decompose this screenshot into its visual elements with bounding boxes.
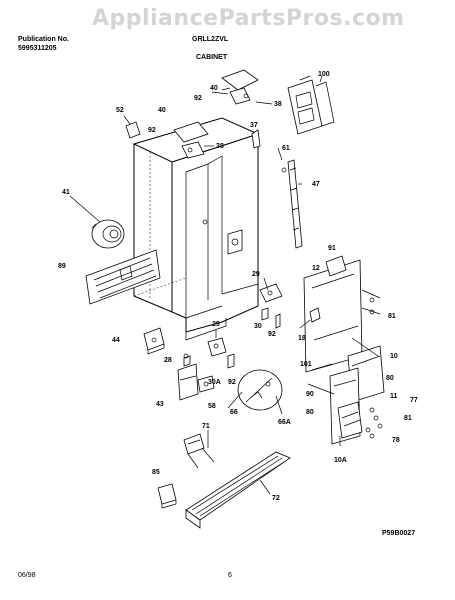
footer-page-number: 6 — [228, 572, 232, 579]
callout-11: 11 — [390, 393, 398, 400]
pump-assembly-43 — [177, 353, 215, 401]
callout-80a: 80 — [386, 375, 394, 382]
model-number: GRLL2ZVL — [192, 36, 229, 43]
callout-29b: 29 — [212, 321, 220, 328]
part-85 — [157, 483, 177, 509]
callout-72: 72 — [272, 495, 280, 502]
part-41 — [69, 195, 125, 249]
callout-38b: 38 — [216, 143, 224, 150]
cabinet-top-hinge — [173, 121, 214, 159]
callout-43: 43 — [156, 401, 164, 408]
callout-92c: 92 — [268, 331, 276, 338]
callout-61: 61 — [282, 145, 290, 152]
callout-91: 91 — [328, 245, 336, 252]
leveler-29-30a — [207, 330, 235, 369]
callout-90: 90 — [306, 391, 314, 398]
part-18 — [299, 307, 321, 329]
grille-panel-89 — [85, 249, 161, 305]
callout-41: 41 — [62, 189, 70, 196]
strip-47 — [281, 159, 303, 249]
callout-92d: 92 — [228, 379, 236, 386]
publication-label: Publication No. — [18, 36, 69, 43]
callout-28: 28 — [164, 357, 172, 364]
callout-40b: 40 — [158, 107, 166, 114]
callout-12: 12 — [312, 265, 320, 272]
callout-58: 58 — [208, 403, 216, 410]
footer-date: 06/98 — [18, 572, 36, 579]
callout-44: 44 — [112, 337, 120, 344]
callout-89: 89 — [58, 263, 66, 270]
callout-81a: 81 — [388, 313, 396, 320]
callout-101: 101 — [300, 361, 312, 368]
section-title: CABINET — [196, 54, 228, 61]
callout-47: 47 — [312, 181, 320, 188]
callout-29a: 29 — [252, 271, 260, 278]
callout-10: 10 — [390, 353, 398, 360]
callout-66a: 66A — [278, 419, 291, 426]
bracket-29-30 — [259, 283, 283, 329]
bracket-71 — [183, 433, 215, 469]
callout-100: 100 — [318, 71, 330, 78]
drawing-code: P59B0027 — [382, 530, 416, 537]
callout-71: 71 — [202, 423, 210, 430]
publication-number: 5995311205 — [18, 45, 57, 52]
callout-85: 85 — [152, 469, 160, 476]
callout-66: 66 — [230, 409, 238, 416]
callout-30: 30 — [254, 323, 262, 330]
watermark: AppliancePartsPros.com — [92, 6, 405, 31]
part-66-bracket — [227, 369, 283, 415]
callout-10a: 10A — [334, 457, 347, 464]
callout-37: 37 — [250, 122, 258, 129]
side-panel-12 — [303, 255, 381, 373]
callout-52: 52 — [116, 107, 124, 114]
callout-40a: 40 — [210, 85, 218, 92]
lower-panel-10 — [307, 345, 385, 445]
leader-lines — [207, 75, 379, 495]
cabinet-body — [132, 117, 260, 341]
kickplate-72 — [185, 451, 291, 529]
callout-81b: 81 — [404, 415, 412, 422]
hinge-block-100 — [287, 75, 335, 135]
part-37 — [251, 129, 261, 149]
callout-78: 78 — [392, 437, 400, 444]
callout-18: 18 — [298, 335, 306, 342]
callout-92a: 92 — [194, 95, 202, 102]
callout-80b: 80 — [306, 409, 314, 416]
callout-77: 77 — [410, 397, 418, 404]
callout-38a: 38 — [274, 101, 282, 108]
top-hinge-bracket — [211, 69, 273, 105]
part-44 — [143, 327, 165, 355]
clip-52 — [123, 115, 141, 139]
callout-30a: 30A — [208, 379, 221, 386]
callout-92b: 92 — [148, 127, 156, 134]
callout-labels: 40 92 38 100 52 40 92 38 37 61 47 41 91 … — [58, 71, 418, 502]
